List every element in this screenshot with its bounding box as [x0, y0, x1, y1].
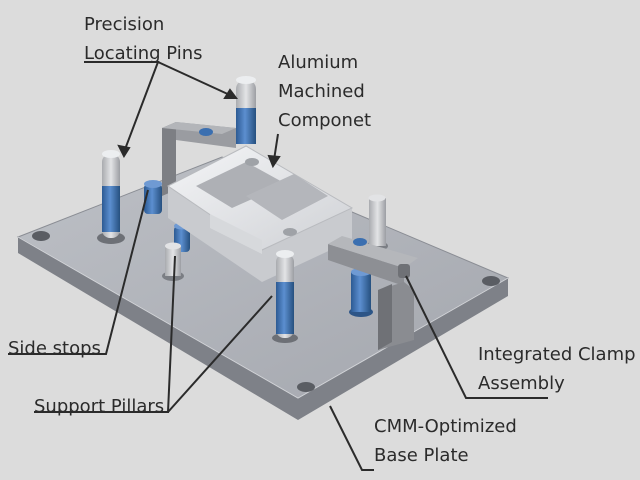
mounting-hole [32, 231, 50, 241]
clamp-rear [162, 122, 236, 196]
leader-clamp [405, 275, 548, 399]
locating-pin [236, 76, 256, 144]
support-pillar [366, 194, 388, 251]
leader-support-pillars [34, 255, 273, 413]
support-pillar [349, 268, 373, 317]
aluminum-component [167, 145, 354, 282]
locating-pin [272, 250, 298, 343]
integrated-clamp [328, 236, 418, 350]
leader-side-stops [8, 189, 149, 355]
leader-base-plate [329, 405, 374, 471]
leader-locating-pins [84, 61, 238, 159]
leader-component [267, 133, 281, 169]
locating-pin [97, 150, 125, 244]
mounting-hole [482, 276, 500, 286]
support-pillar [162, 242, 184, 281]
leader-lines [8, 61, 548, 471]
mounting-hole [297, 382, 315, 392]
